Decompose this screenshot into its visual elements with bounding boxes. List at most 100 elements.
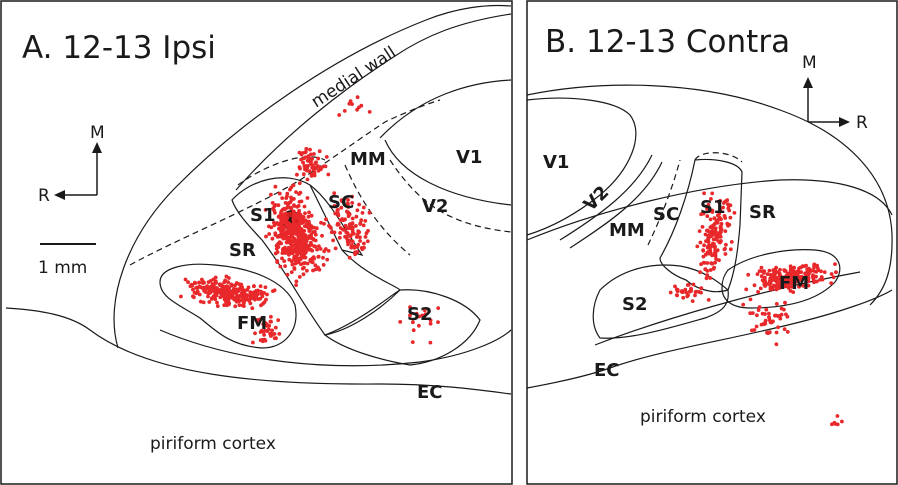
labeled-cell-dot: [254, 288, 259, 293]
labeled-cell-dot: [317, 267, 322, 272]
panel-b-title: B. 12-13 Contra: [545, 24, 790, 60]
panel-b-inner-contour: [526, 179, 893, 241]
labeled-cell-dot: [724, 242, 728, 247]
labeled-cell-dot: [236, 295, 241, 300]
labeled-cell-dot: [223, 294, 228, 299]
labeled-cell-dot: [179, 294, 183, 299]
labeled-cell-dot: [312, 244, 317, 249]
labeled-cell-dot: [248, 294, 253, 298]
labeled-cell-dot: [278, 264, 283, 269]
labeled-cell-dot: [713, 244, 717, 249]
labeled-cell-dot: [357, 202, 361, 207]
labeled-cell-dot: [764, 307, 769, 312]
labeled-cell-dot: [363, 235, 368, 239]
labeled-cell-dot: [294, 253, 299, 258]
labeled-cell-dot: [791, 281, 795, 286]
labeled-cell-dot: [316, 254, 321, 259]
labeled-cell-dot: [699, 212, 703, 217]
labeled-cell-dot: [223, 298, 228, 302]
labeled-cell-dot: [713, 254, 718, 258]
labeled-cell-dot: [200, 280, 205, 285]
panel-b-border: [526, 0, 898, 485]
labeled-cell-dot: [759, 265, 764, 270]
labeled-cell-dot: [333, 211, 338, 216]
labeled-cell-dot: [308, 240, 313, 245]
labeled-cell-dot: [287, 252, 291, 257]
labeled-cell-dot: [271, 289, 275, 293]
labeled-cell-dot: [309, 213, 314, 218]
labeled-cell-dot: [289, 259, 294, 264]
labeled-cell-dot: [408, 313, 412, 318]
labeled-cell-dot: [338, 218, 343, 223]
labeled-cell-dot: [812, 280, 816, 285]
panel-b-label-piriform: piriform cortex: [640, 407, 766, 427]
labeled-cell-dot: [700, 225, 705, 229]
labeled-cell-dot: [767, 279, 772, 284]
labeled-cell-dot: [367, 210, 372, 215]
labeled-cell-dot: [359, 218, 364, 223]
labeled-cell-dot: [347, 211, 352, 216]
labeled-cell-dot: [767, 311, 771, 316]
labeled-cell-dot: [275, 260, 280, 264]
labeled-cell-dot: [774, 287, 779, 292]
labeled-cell-dot: [820, 277, 825, 282]
labeled-cell-dot: [272, 332, 277, 336]
labeled-cell-dot: [799, 278, 804, 282]
labeled-cell-dot: [785, 330, 790, 334]
labeled-cell-dot: [308, 147, 312, 152]
labeled-cell-dot: [741, 302, 746, 307]
panel-b: B. 12-13 Contra V1 V2 MM SC S1 SR FM S2 …: [526, 0, 898, 485]
labeled-cell-dot: [356, 242, 361, 247]
labeled-cell-dot: [762, 271, 766, 275]
labeled-cell-dot: [343, 234, 347, 239]
labeled-cell-dot: [712, 251, 717, 256]
labeled-cell-dot: [783, 269, 788, 273]
labeled-cell-dot: [757, 305, 762, 309]
panel-a-title: A. 12-13 Ipsi: [22, 30, 216, 66]
labeled-cell-dot: [423, 312, 428, 316]
labeled-cell-dot: [192, 290, 197, 295]
labeled-cell-dot: [302, 255, 307, 260]
panel-b-label-s2: S2: [622, 294, 648, 315]
labeled-cell-dot: [713, 226, 718, 231]
labeled-cell-dot: [300, 214, 304, 219]
panel-a-ec-contour: [5, 307, 512, 395]
labeled-cell-dot: [791, 290, 796, 294]
labeled-cell-dot: [718, 229, 723, 233]
labeled-cell-dot: [226, 285, 230, 290]
labeled-cell-dot: [200, 277, 204, 282]
labeled-cell-dot: [702, 243, 706, 248]
labeled-cell-dot: [206, 294, 210, 299]
labeled-cell-dot: [729, 240, 734, 244]
labeled-cell-dot: [752, 283, 757, 288]
labeled-cell-dot: [755, 272, 760, 276]
labeled-cell-dot: [819, 269, 823, 274]
labeled-cell-dot: [704, 239, 708, 244]
labeled-cell-dot: [790, 273, 794, 277]
labeled-cell-dot: [831, 275, 836, 280]
labeled-cell-dot: [223, 290, 228, 295]
labeled-cell-dot: [308, 259, 313, 264]
east-arrow-icon: [839, 117, 850, 127]
panel-b-label-fm: FM: [779, 273, 809, 294]
labeled-cell-dot: [263, 285, 268, 290]
labeled-cell-dot: [792, 269, 796, 274]
labeled-cell-dot: [702, 191, 706, 196]
labeled-cell-dot: [358, 239, 362, 243]
labeled-cell-dot: [310, 156, 314, 161]
labeled-cell-dot: [702, 261, 707, 265]
labeled-cell-dot: [260, 339, 265, 344]
labeled-cell-dot: [277, 191, 282, 196]
labeled-cell-dot: [699, 290, 703, 295]
labeled-cell-dot: [313, 232, 318, 237]
labeled-cell-dot: [744, 287, 749, 292]
panel-a-label-piriform: piriform cortex: [150, 434, 276, 454]
labeled-cell-dot: [814, 274, 818, 279]
labeled-cell-dot: [237, 303, 242, 307]
labeled-cell-dot: [262, 333, 266, 337]
labeled-cell-dot: [346, 205, 351, 209]
labeled-cell-dot: [253, 331, 257, 336]
labeled-cell-dot: [746, 272, 751, 277]
labeled-cell-dot: [315, 247, 319, 252]
labeled-cell-dot: [282, 259, 287, 263]
